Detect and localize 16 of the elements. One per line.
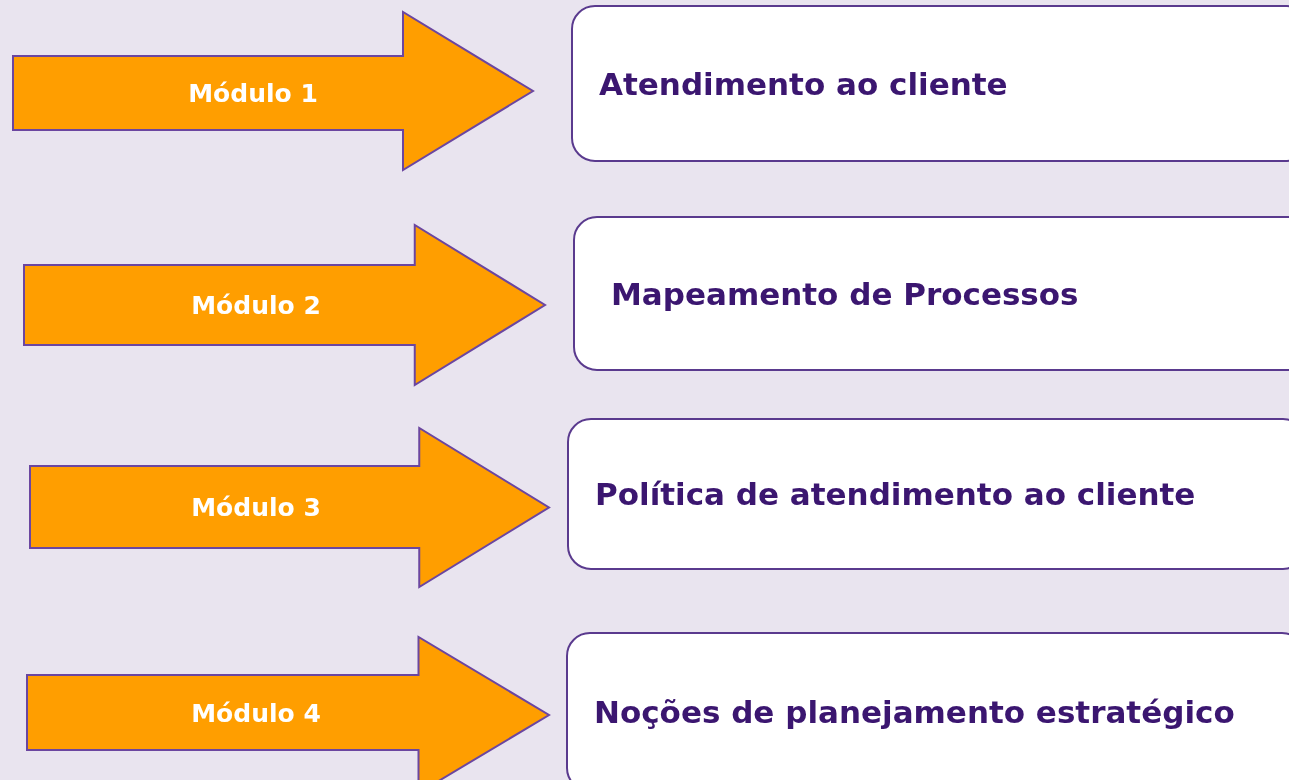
topic-title: Atendimento ao cliente [599, 65, 1008, 102]
module-label: Módulo 2 [191, 290, 321, 320]
topic-title: Mapeamento de Processos [611, 275, 1079, 312]
topic-card [573, 216, 1289, 371]
arrow-shape [24, 225, 545, 385]
topic-card [566, 632, 1289, 780]
arrow-shape [30, 428, 549, 587]
module-label: Módulo 1 [188, 78, 318, 108]
arrow-shape [27, 637, 549, 780]
module-label: Módulo 4 [191, 698, 321, 727]
topic-title: Política de atendimento ao cliente [595, 476, 1196, 512]
topic-title: Noções de planejamento estratégico [594, 694, 1235, 730]
topic-card [571, 5, 1289, 162]
arrow-shape [13, 12, 533, 170]
topic-card [567, 418, 1289, 570]
module-label: Módulo 3 [191, 492, 321, 522]
